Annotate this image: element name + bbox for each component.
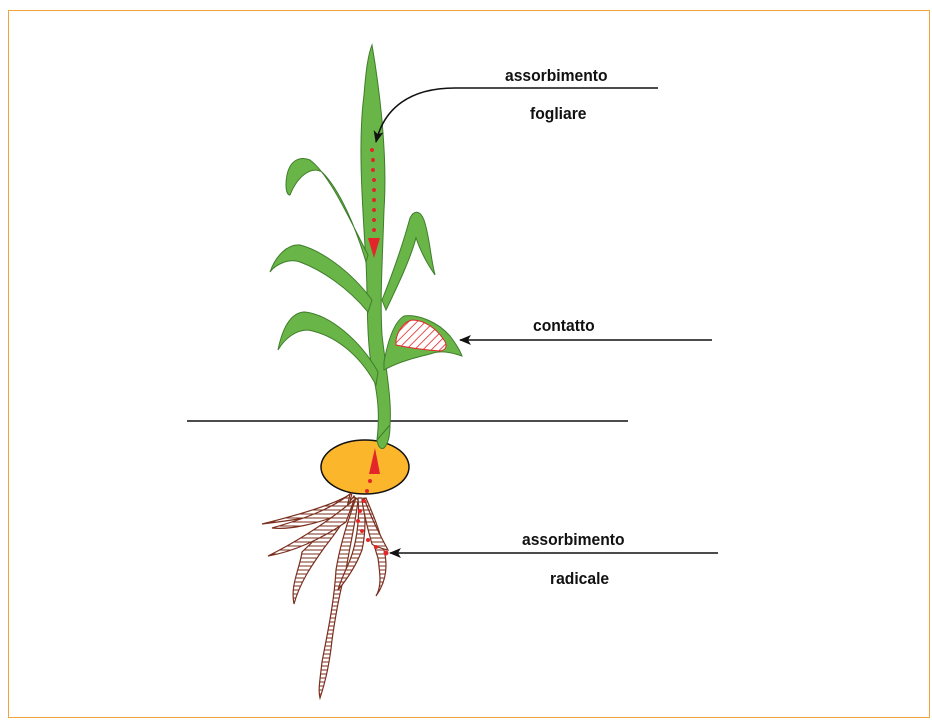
foliar-label-line1: assorbimento xyxy=(505,66,608,86)
foliar-arrow xyxy=(376,88,658,142)
plant-shoot xyxy=(270,45,462,440)
seed xyxy=(321,440,409,494)
leaf-upper-right xyxy=(382,212,435,310)
contact-label: contatto xyxy=(533,316,595,336)
leaf-lower-left xyxy=(278,312,378,385)
foliar-label-line2: fogliare xyxy=(530,104,586,124)
contact-patch xyxy=(396,320,446,351)
root-label-line1: assorbimento xyxy=(522,530,625,550)
roots xyxy=(262,493,388,698)
leaf-middle-left xyxy=(270,245,372,312)
root-label-line2: radicale xyxy=(550,569,609,589)
